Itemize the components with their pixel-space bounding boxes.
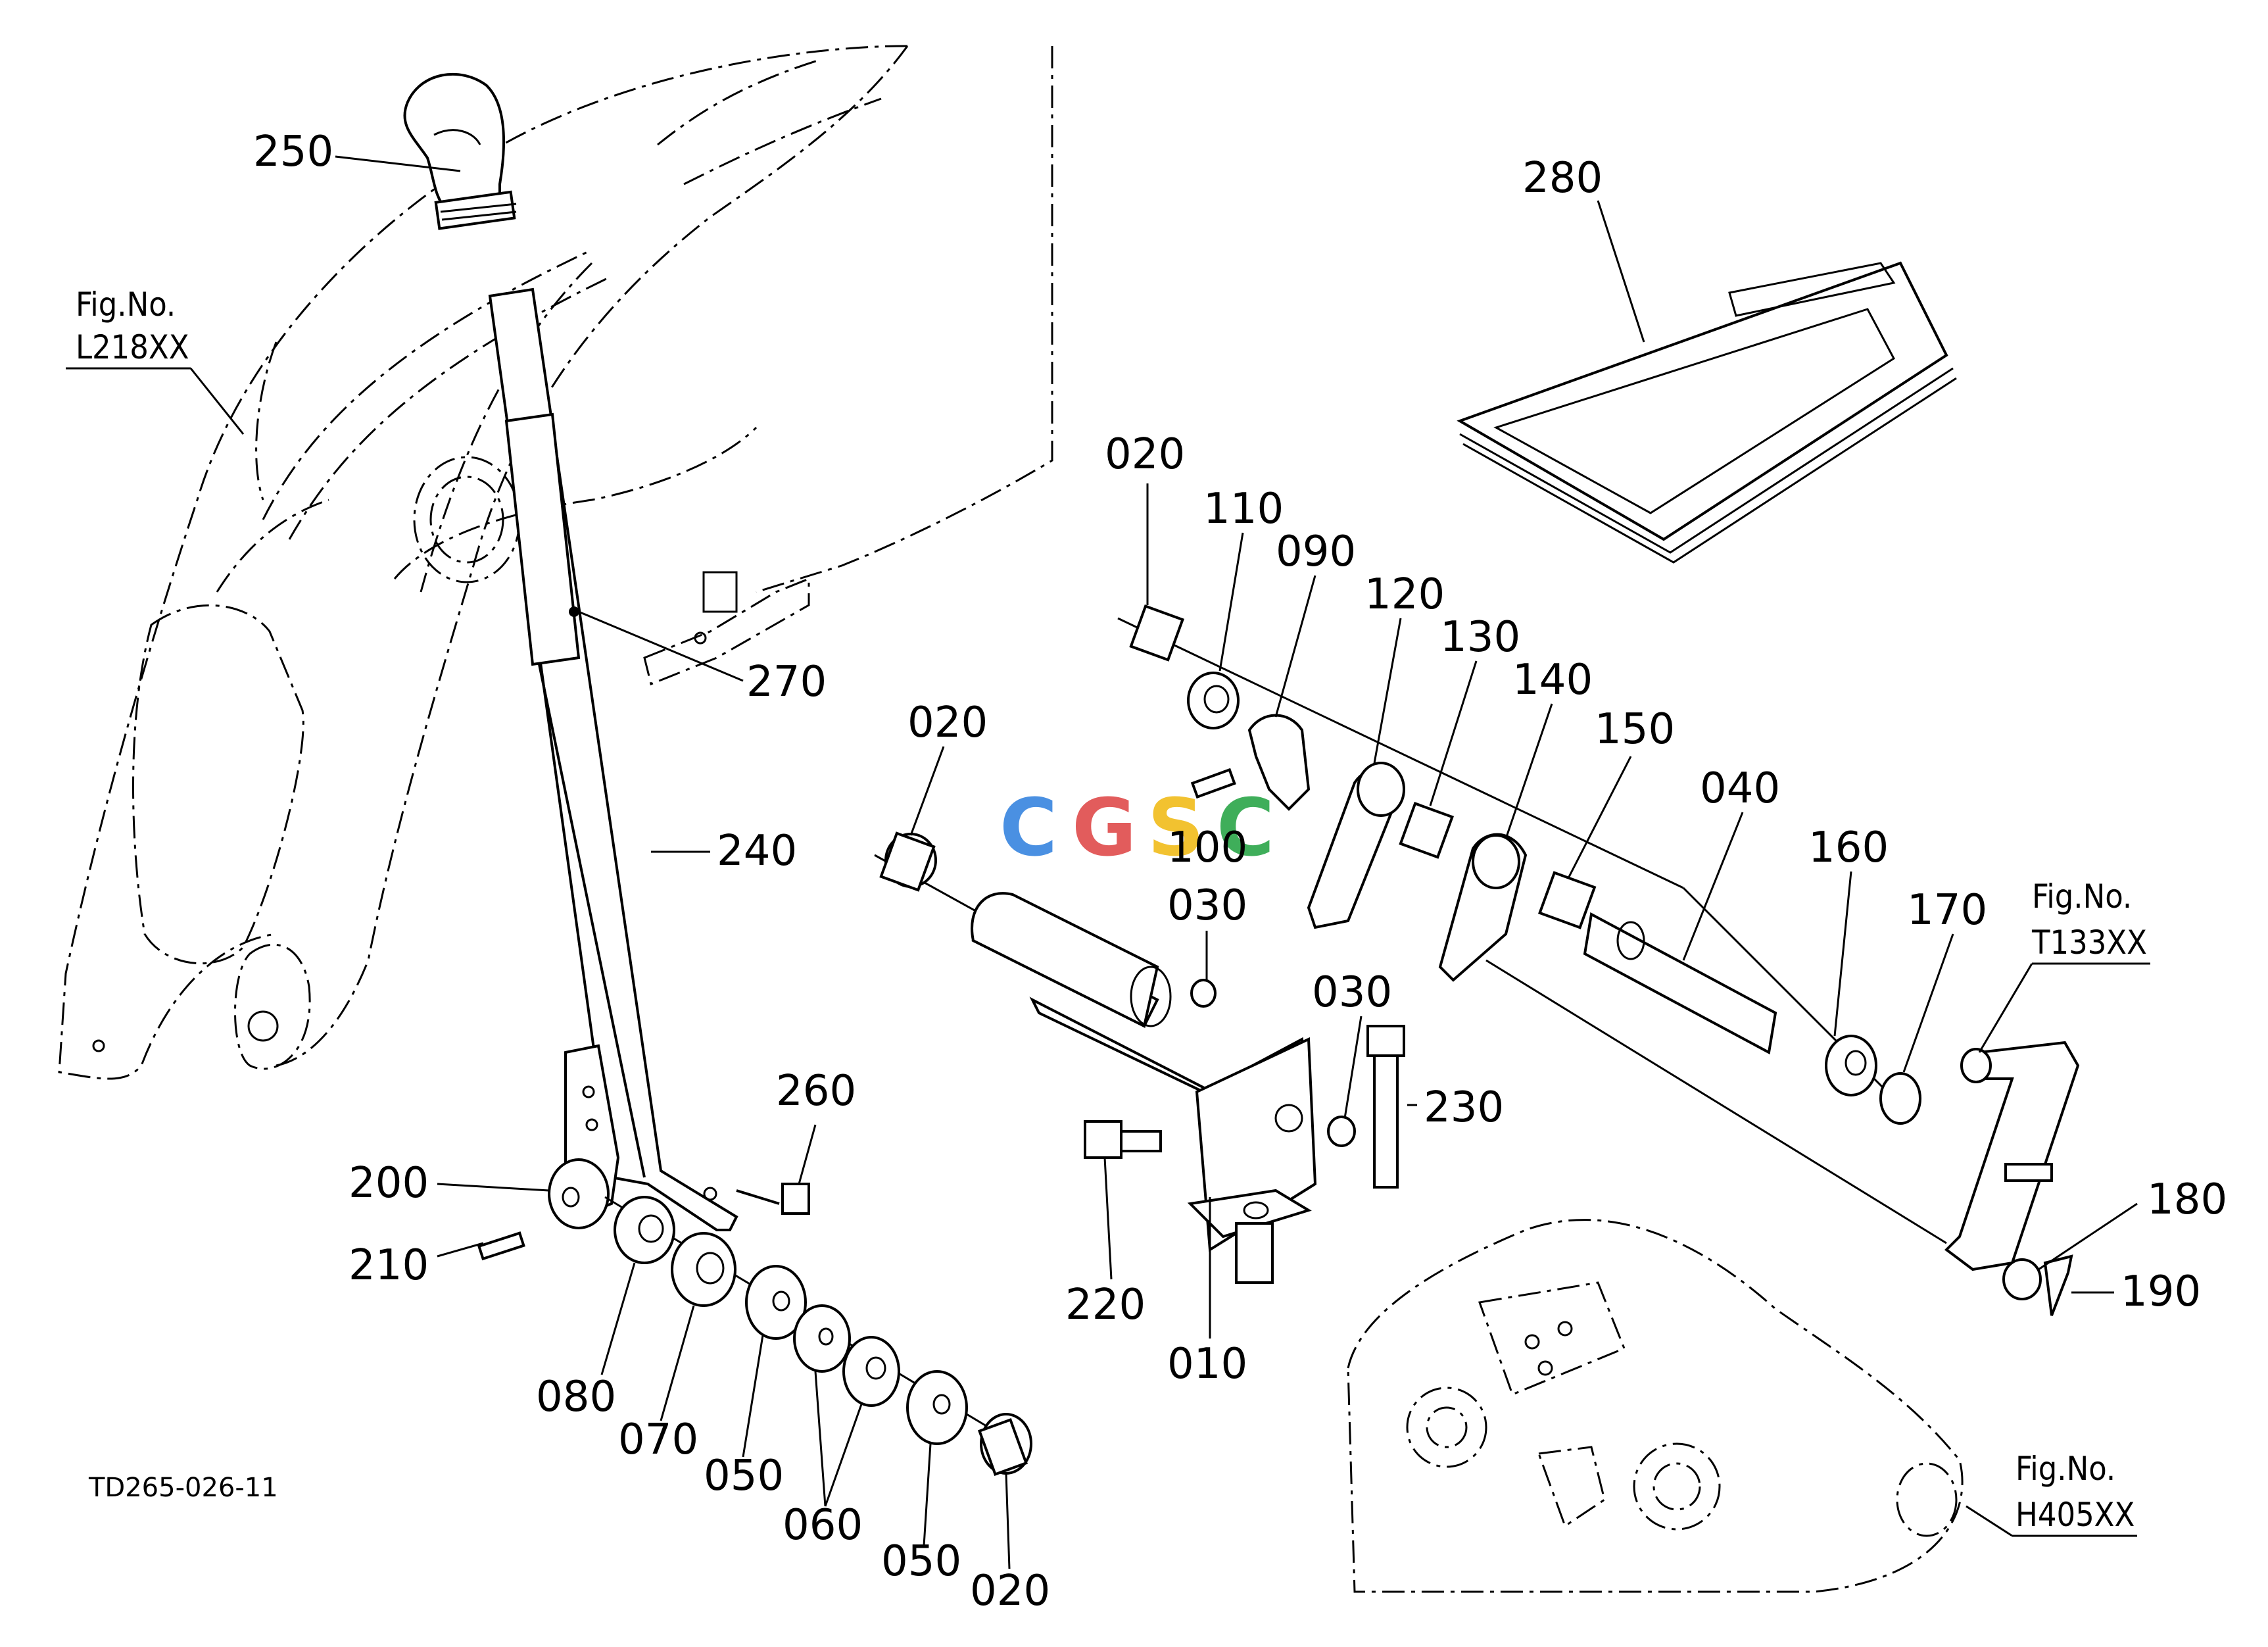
part-label-150: 150 <box>1595 705 1675 754</box>
leader-lines <box>66 155 2150 1569</box>
watermark: C G S C <box>1000 783 1274 874</box>
part-label-020-bottom: 020 <box>970 1567 1050 1615</box>
part-label-030-lower: 030 <box>1312 968 1392 1017</box>
document-id: TD265-026-11 <box>88 1473 278 1503</box>
fig-ref-2-title: Fig.No. <box>2032 877 2132 916</box>
fig-ref-1-title: Fig.No. <box>76 285 176 324</box>
part-label-130: 130 <box>1440 613 1520 662</box>
part-label-140: 140 <box>1512 656 1593 704</box>
part-label-060: 060 <box>783 1501 863 1550</box>
fasteners <box>1084 979 1405 1189</box>
part-label-170: 170 <box>1907 886 1987 935</box>
part-label-200: 200 <box>349 1159 429 1208</box>
washer-stack <box>604 1196 1032 1477</box>
fig-ref-3-code: H405XX <box>2015 1496 2135 1534</box>
part-label-020-middle: 020 <box>907 699 988 747</box>
part-label-240: 240 <box>717 827 797 875</box>
part-label-210: 210 <box>349 1241 429 1290</box>
part-label-120: 120 <box>1364 570 1445 619</box>
part-label-070: 070 <box>618 1415 698 1464</box>
part-label-220: 220 <box>1065 1281 1146 1329</box>
operators-manual <box>1457 261 1957 564</box>
part-label-050-right: 050 <box>881 1537 961 1586</box>
watermark-letter-3: S <box>1147 783 1204 874</box>
part-label-040: 040 <box>1700 764 1780 813</box>
part-label-230: 230 <box>1424 1083 1504 1132</box>
part-label-020-top: 020 <box>1105 430 1185 479</box>
lever-bracket <box>477 1044 620 1261</box>
part-label-010: 010 <box>1167 1340 1247 1389</box>
part-labels: 250 280 270 240 260 200 210 080 070 050 … <box>253 128 2227 1615</box>
fig-ref-2-code: T133XX <box>2031 923 2147 962</box>
part-label-270: 270 <box>746 658 827 706</box>
part-label-100: 100 <box>1167 823 1247 872</box>
control-rod <box>1485 959 2080 1316</box>
watermark-letter-2: G <box>1072 783 1137 874</box>
fig-ref-1-code: L218XX <box>76 328 189 366</box>
bolt-260 <box>736 1183 810 1215</box>
fig-ref-3-title: Fig.No. <box>2015 1450 2115 1488</box>
part-label-050-left: 050 <box>704 1452 784 1500</box>
fender-housing <box>58 45 1053 1080</box>
part-label-090: 090 <box>1276 528 1356 576</box>
part-label-280: 280 <box>1522 154 1603 203</box>
part-label-250: 250 <box>253 128 333 176</box>
control-lever <box>488 287 738 1231</box>
watermark-letter-1: C <box>1000 783 1057 874</box>
part-label-110: 110 <box>1203 485 1284 533</box>
part-label-030-upper: 030 <box>1167 881 1247 930</box>
part-label-190: 190 <box>2121 1267 2201 1316</box>
part-label-180: 180 <box>2147 1175 2227 1224</box>
part-label-080: 080 <box>536 1373 616 1421</box>
valve-body <box>1347 1219 1964 1593</box>
linkage-shaft <box>1117 604 1921 1125</box>
part-label-260: 260 <box>776 1067 856 1116</box>
part-label-160: 160 <box>1808 823 1889 872</box>
grip-knob <box>403 72 517 230</box>
figure-references: Fig.No. L218XX Fig.No. T133XX Fig.No. H4… <box>76 285 2147 1534</box>
shaft-housing <box>874 831 1317 1284</box>
watermark-letter-4: C <box>1217 783 1274 874</box>
